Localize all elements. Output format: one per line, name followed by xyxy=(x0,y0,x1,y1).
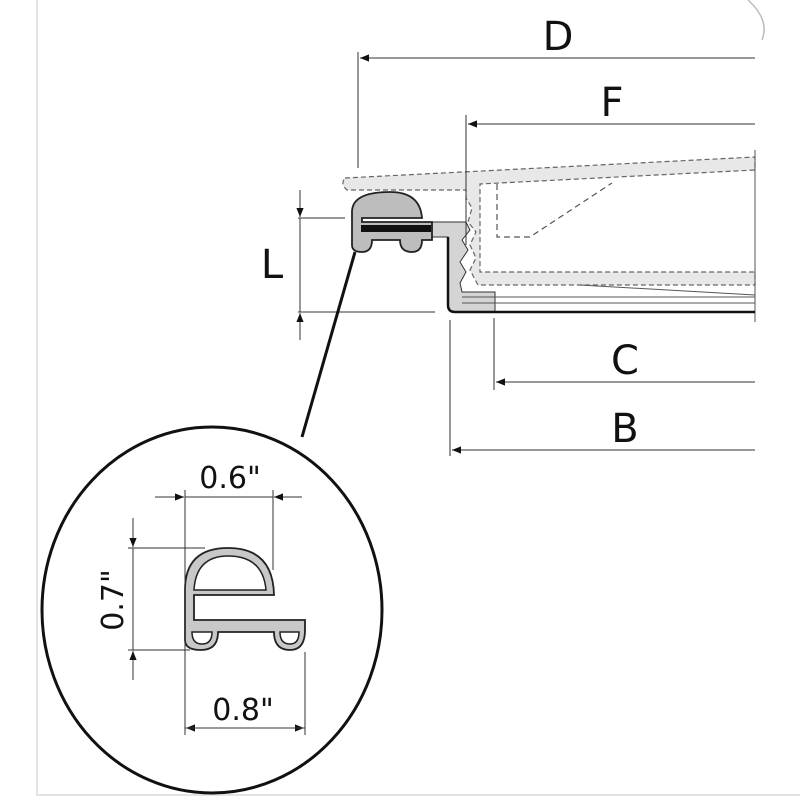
dimension-f: F xyxy=(465,80,755,245)
label-c: C xyxy=(611,338,639,384)
frame-corner xyxy=(747,0,765,41)
measure-0-7: 0.7" xyxy=(96,569,131,631)
label-b: B xyxy=(611,406,638,452)
frame-profile xyxy=(431,221,756,314)
dimension-width-bottom: 0.8" xyxy=(185,652,306,735)
dimension-width-top: 0.6" xyxy=(155,461,302,735)
dimension-c: C xyxy=(493,318,755,390)
dimension-d: D xyxy=(357,14,755,168)
detail-circle xyxy=(40,425,384,795)
dimension-l: L xyxy=(261,190,435,340)
measure-0-8: 0.8" xyxy=(212,693,274,728)
leader-line xyxy=(300,251,357,438)
label-f: F xyxy=(600,80,623,126)
lid-outline xyxy=(342,150,756,322)
measure-0-6: 0.6" xyxy=(199,461,261,496)
label-l: L xyxy=(261,242,284,288)
label-d: D xyxy=(543,14,574,60)
frame-border xyxy=(36,0,800,796)
dimension-b: B xyxy=(449,320,755,456)
dimension-height: 0.7" xyxy=(96,518,205,680)
seal-profile-small xyxy=(351,191,433,253)
seal-profile-detail xyxy=(184,547,306,651)
